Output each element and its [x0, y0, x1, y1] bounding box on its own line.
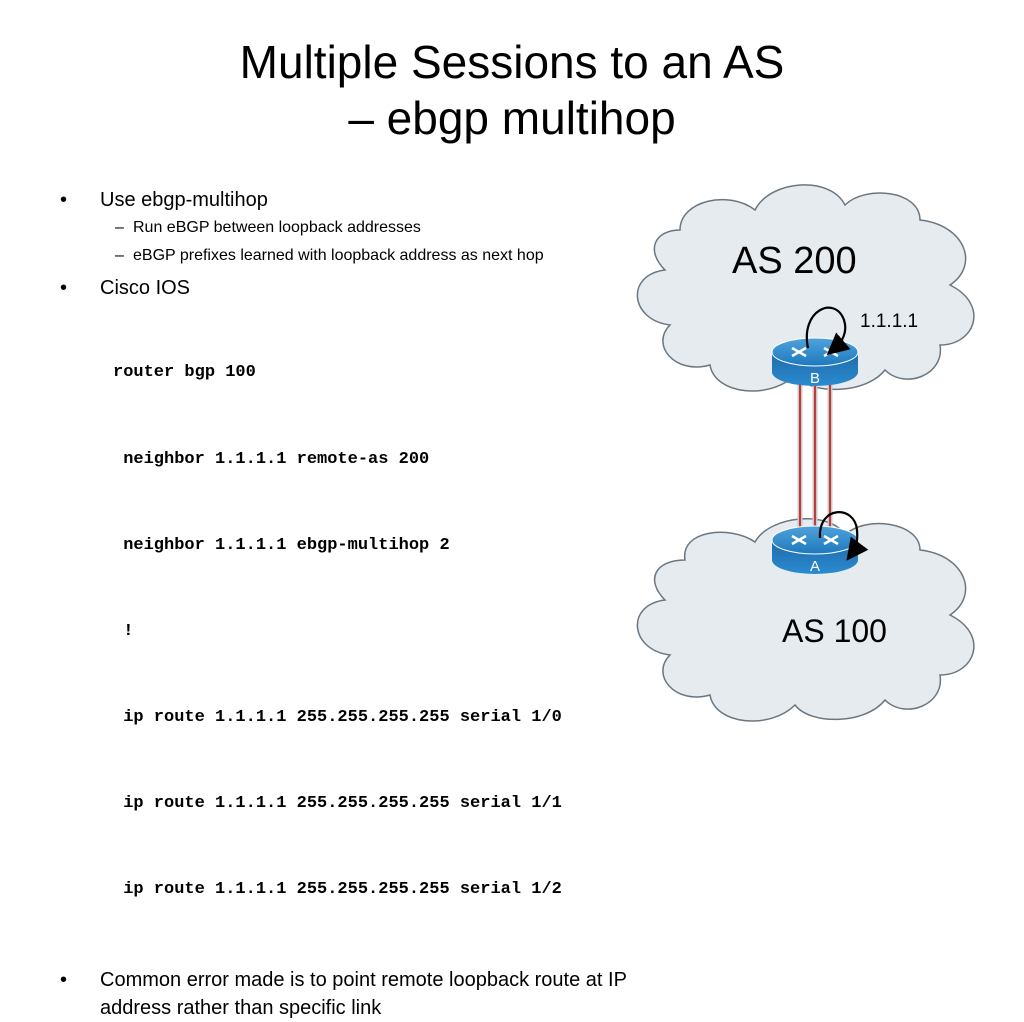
code-line: ip route 1.1.1.1 255.255.255.255 serial … [113, 880, 562, 900]
serial-links [797, 382, 833, 530]
code-line: ! [113, 621, 134, 641]
router-icon-b: B [771, 337, 859, 387]
router-b-label: B [810, 370, 820, 387]
code-line: ip route 1.1.1.1 255.255.255.255 serial … [113, 707, 562, 727]
title-line-1: Multiple Sessions to an AS [239, 36, 785, 88]
loop-arrow-icon-a [818, 511, 869, 561]
sub-bullet-loopback: – Run eBGP between loopback addresses [60, 214, 660, 242]
code-line: neighbor 1.1.1.1 remote-as 200 [113, 449, 430, 469]
loopback-address-label: 1.1.1.1 [860, 311, 918, 332]
slide-title: Multiple Sessions to an AS – ebgp multih… [0, 34, 1024, 146]
bullet-text: Common error made is to point remote loo… [100, 969, 627, 1020]
ios-config-block: router bgp 100 neighbor 1.1.1.1 remote-a… [60, 302, 660, 962]
code-line: neighbor 1.1.1.1 ebgp-multihop 2 [113, 535, 450, 555]
sub-bullet-dash: – [115, 219, 124, 236]
as200-label: AS 200 [732, 240, 857, 282]
bullet-cisco-ios: • Cisco IOS [60, 274, 660, 302]
title-line-2: – ebgp multihop [348, 92, 676, 144]
cloud-icon-as200 [636, 184, 975, 392]
sub-bullet-text: Run eBGP between loopback addresses [133, 219, 421, 236]
bullet-dot: • [60, 969, 68, 992]
router-icon-a: A [771, 525, 859, 575]
router-a-label: A [810, 558, 820, 575]
sub-bullet-next-hop: – eBGP prefixes learned with loopback ad… [60, 242, 660, 270]
bullet-common-error: • Common error made is to point remote l… [60, 966, 660, 1022]
sub-bullet-text: eBGP prefixes learned with loopback addr… [133, 247, 544, 264]
bullet-text: Use ebgp-multihop [100, 189, 268, 211]
bullet-ebgp-multihop: • Use ebgp-multihop [60, 186, 660, 214]
network-diagram: B A AS 200 1.1.1.1 AS 100 [636, 184, 975, 722]
bullet-list: • Use ebgp-multihop – Run eBGP between l… [60, 186, 660, 1022]
code-line: router bgp 100 [113, 363, 256, 383]
bullet-dot: • [60, 189, 68, 211]
loop-arrow-icon-b [805, 306, 851, 356]
bullet-text: Cisco IOS [100, 277, 191, 299]
bullet-dot: • [60, 277, 68, 299]
sub-bullet-dash: – [115, 247, 124, 264]
as100-label: AS 100 [782, 613, 887, 649]
code-line: ip route 1.1.1.1 255.255.255.255 serial … [113, 793, 562, 813]
